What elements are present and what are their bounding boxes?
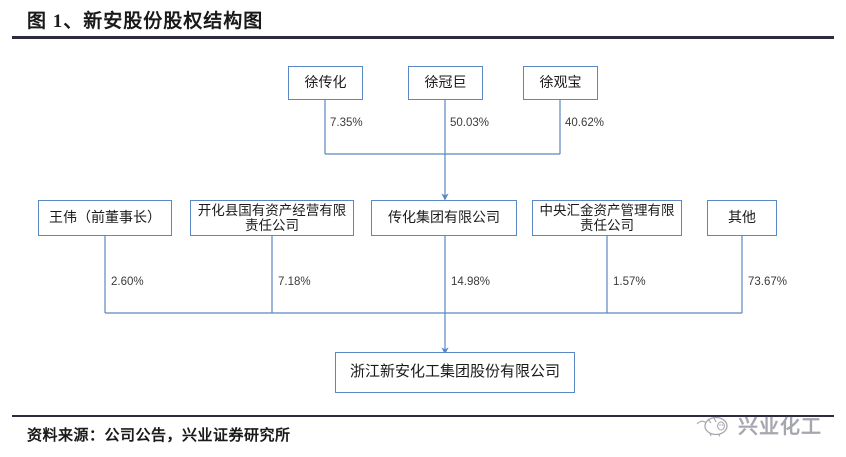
ownership-structure-chart: 徐传化 徐冠巨 徐观宝 7.35% 50.03% 40.62% 王伟（前董事长）… xyxy=(0,44,846,410)
page-title: 图 1、新安股份股权结构图 xyxy=(27,11,264,32)
node-xuguanbao[interactable]: 徐观宝 xyxy=(523,66,598,100)
stake-label-xuchuanhua: 7.35% xyxy=(330,117,363,129)
node-label: 传化集团有限公司 xyxy=(388,209,500,226)
node-label: 浙江新安化工集团股份有限公司 xyxy=(349,363,560,381)
stake-label-chuanhua-group: 14.98% xyxy=(451,276,491,288)
node-wangwei[interactable]: 王伟（前董事长） xyxy=(38,200,172,236)
pig-logo-icon xyxy=(696,416,728,437)
node-label: 徐冠巨 xyxy=(424,74,467,91)
stake-label-xuguanju: 50.03% xyxy=(450,117,490,129)
stake-label-huijin: 1.57% xyxy=(613,276,646,288)
stake-label-kaihua-soa: 7.18% xyxy=(278,276,311,288)
stake-label-other: 73.67% xyxy=(748,276,788,288)
node-label: 开化县国有资产经营有限责任公司 xyxy=(197,202,347,233)
footer-divider xyxy=(12,415,834,417)
watermark: 兴业化工 xyxy=(690,404,840,448)
node-label: 王伟（前董事长） xyxy=(49,209,161,226)
node-other[interactable]: 其他 xyxy=(707,200,777,236)
title-divider xyxy=(12,36,834,39)
stake-label-wangwei: 2.60% xyxy=(111,276,144,288)
node-kaihua-soa[interactable]: 开化县国有资产经营有限责任公司 xyxy=(190,200,354,236)
stake-label-xuguanbao: 40.62% xyxy=(565,117,605,129)
node-label: 徐观宝 xyxy=(539,74,582,91)
node-chuanhua-group[interactable]: 传化集团有限公司 xyxy=(371,200,517,236)
node-label: 中央汇金资产管理有限责任公司 xyxy=(539,202,675,233)
node-huijin[interactable]: 中央汇金资产管理有限责任公司 xyxy=(532,200,682,236)
node-label: 徐传化 xyxy=(304,74,347,91)
source-note: 资料来源：公司公告，兴业证券研究所 xyxy=(27,428,291,444)
connector-lines xyxy=(104,100,743,355)
node-xuguanju[interactable]: 徐冠巨 xyxy=(408,66,483,100)
node-label: 其他 xyxy=(728,209,756,226)
watermark-text: 兴业化工 xyxy=(738,416,822,438)
node-xuchuanhua[interactable]: 徐传化 xyxy=(288,66,363,100)
node-xinan-chemical[interactable]: 浙江新安化工集团股份有限公司 xyxy=(335,352,575,393)
